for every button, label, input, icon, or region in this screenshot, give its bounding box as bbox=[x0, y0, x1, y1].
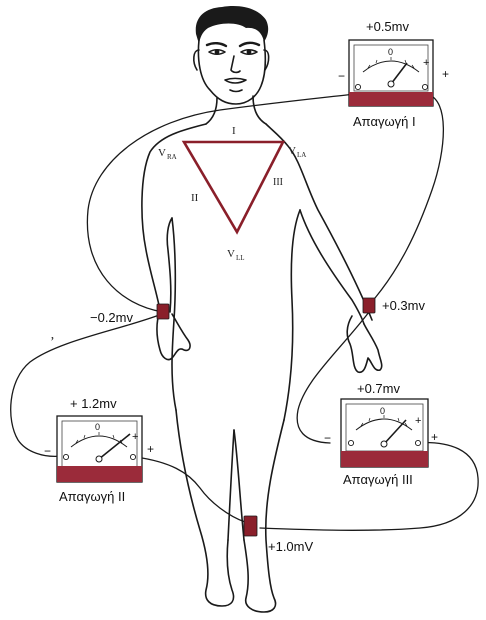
electrode-right-arm-value: −0.2mv bbox=[90, 310, 133, 325]
meter-iii-zero: 0 bbox=[380, 406, 385, 416]
meter-ii-reading: + 1.2mv bbox=[70, 396, 117, 411]
meter-iii-minus: − bbox=[324, 431, 331, 445]
v-ra-label: VRA bbox=[158, 147, 177, 161]
chin-line bbox=[230, 90, 242, 92]
left-arm-outer bbox=[266, 124, 372, 320]
meter-ii-zero: 0 bbox=[95, 422, 100, 432]
meter-iii-plus-inner: + bbox=[415, 415, 421, 427]
meter-iii-plus-outer: + bbox=[431, 430, 438, 444]
stray-mark: ’ bbox=[50, 335, 55, 350]
meter-iii-base bbox=[341, 451, 428, 467]
meter-ii-plus-inner: + bbox=[132, 431, 138, 443]
lead-iii-label: III bbox=[273, 177, 283, 188]
meter-i-terminal-pos bbox=[422, 84, 427, 89]
nose bbox=[231, 56, 240, 72]
left-arm-inner bbox=[300, 210, 364, 324]
left-leg-inner bbox=[234, 430, 244, 540]
meter-ii-pivot bbox=[96, 456, 102, 462]
mouth bbox=[225, 79, 246, 84]
left-pupil bbox=[215, 50, 218, 53]
meter-ii-terminal-pos bbox=[130, 454, 135, 459]
meter-i-caption: Απαγωγή I bbox=[353, 114, 416, 129]
meter-lead-ii: + 1.2mv 0 − + + Απαγωγή II bbox=[44, 396, 154, 504]
meter-lead-i: +0.5mv 0 − + + Απαγωγή I bbox=[338, 19, 449, 129]
meter-i-pivot bbox=[388, 81, 394, 87]
einthoven-triangle: I II III VRA VLA VLL bbox=[158, 125, 306, 262]
triangle-shape bbox=[184, 142, 283, 232]
meter-ii-minus: − bbox=[44, 444, 51, 458]
electrode-left-leg bbox=[244, 516, 257, 536]
left-hip bbox=[284, 210, 300, 420]
meter-lead-iii: +0.7mv 0 − + + Απαγωγή III bbox=[324, 381, 438, 487]
meter-iii-caption: Απαγωγή III bbox=[343, 472, 413, 487]
right-arm-inner bbox=[167, 218, 172, 312]
left-hand bbox=[347, 316, 381, 372]
meter-iii-terminal-neg bbox=[348, 440, 353, 445]
head bbox=[198, 40, 265, 104]
meter-i-minus: − bbox=[338, 69, 345, 83]
electrode-left-leg-value: +1.0mV bbox=[268, 539, 313, 554]
right-leg-inner bbox=[228, 430, 234, 540]
meter-i-zero: 0 bbox=[388, 47, 393, 57]
meter-ii-caption: Απαγωγή II bbox=[59, 489, 125, 504]
lead-ii-label: II bbox=[191, 192, 199, 204]
meter-ii-base bbox=[57, 466, 142, 482]
meter-i-plus-inner: + bbox=[423, 57, 429, 69]
v-la-label: VLA bbox=[288, 145, 306, 159]
meter-i-reading: +0.5mv bbox=[366, 19, 409, 34]
electrode-left-arm bbox=[363, 298, 375, 313]
meter-i-base bbox=[349, 92, 433, 106]
v-ll-label: VLL bbox=[227, 248, 245, 262]
meter-ii-plus-outer: + bbox=[147, 442, 154, 456]
human-figure bbox=[142, 6, 382, 612]
right-eyebrow bbox=[240, 43, 259, 46]
meter-i-terminal-neg bbox=[355, 84, 360, 89]
meter-ii-terminal-neg bbox=[63, 454, 68, 459]
neck-right bbox=[253, 96, 266, 124]
meter-iii-pivot bbox=[381, 441, 387, 447]
right-leg-outer bbox=[176, 410, 234, 606]
hair bbox=[196, 6, 268, 44]
meter-iii-reading: +0.7mv bbox=[357, 381, 400, 396]
electrode-right-arm bbox=[157, 304, 169, 319]
meter-i-plus-outer: + bbox=[442, 67, 449, 81]
lead-i-label: I bbox=[232, 125, 236, 137]
torso-right-side bbox=[142, 124, 206, 310]
left-eyebrow bbox=[207, 43, 226, 46]
right-pupil bbox=[247, 50, 250, 53]
meter-iii-terminal-pos bbox=[415, 440, 420, 445]
electrode-left-arm-value: +0.3mv bbox=[382, 298, 425, 313]
